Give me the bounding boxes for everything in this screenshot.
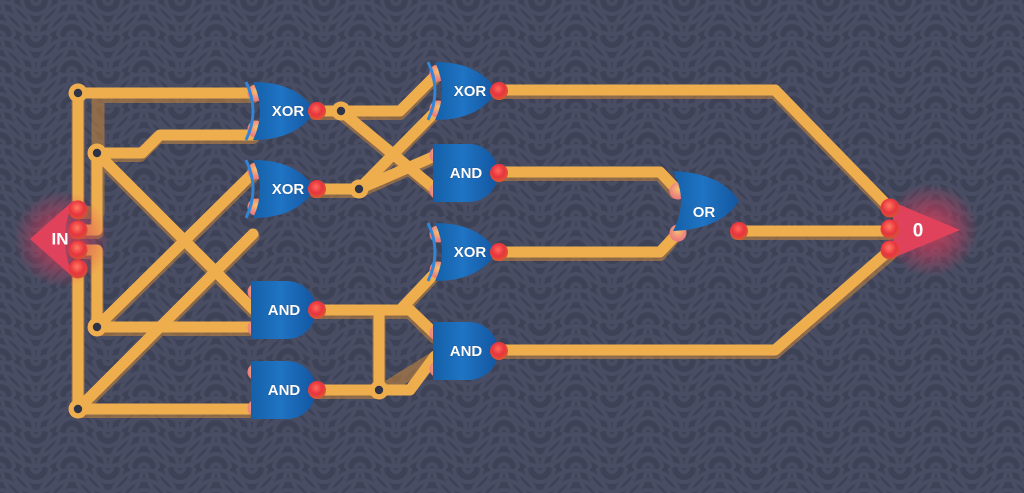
gate-type-label: AND (268, 302, 301, 319)
wire-node-3[interactable] (87, 317, 107, 337)
gate-type-label: XOR (272, 103, 305, 120)
gate-xor-3[interactable]: XOR (426, 61, 508, 121)
wire-node6-and3a (353, 150, 441, 195)
gate-xor-4[interactable]: XOR (426, 222, 508, 282)
gate-type-label: XOR (454, 83, 487, 100)
output-label: 0 (913, 221, 924, 242)
gate-type-label: AND (450, 165, 483, 182)
gate-output-port[interactable] (308, 102, 326, 120)
wire-node5-and3b (335, 105, 441, 195)
wire-xor1-xor3 (309, 70, 441, 117)
out-port-1[interactable] (880, 198, 900, 218)
in-port-4[interactable] (68, 259, 88, 279)
gate-type-label: XOR (454, 244, 487, 261)
gate-type-label: OR (693, 204, 716, 221)
output-arrow-icon (888, 200, 960, 260)
wire-node-5[interactable] (331, 101, 351, 121)
wire-and2-and4b (309, 350, 441, 396)
wire-node2-and1 (91, 147, 259, 315)
gate-type-label: AND (268, 382, 301, 399)
input-arrow-icon (30, 200, 74, 278)
gate-and-4[interactable]: AND (429, 322, 509, 380)
in-port-1[interactable] (68, 200, 88, 220)
wire-node-2[interactable] (87, 143, 107, 163)
gate-output-port[interactable] (308, 301, 326, 319)
gate-or-1[interactable]: OR (669, 171, 749, 242)
wire-node-4[interactable] (68, 399, 88, 419)
gate-type-label: AND (450, 343, 483, 360)
input-label: IN (52, 230, 69, 249)
out-port-2[interactable] (880, 219, 900, 239)
wire-and1-and4a (373, 304, 441, 340)
gate-and-2[interactable]: AND (247, 361, 327, 419)
gate-output-port[interactable] (490, 164, 508, 182)
wire-node-layer (68, 83, 389, 419)
input-marker[interactable]: IN (14, 191, 110, 287)
gate-and-3[interactable]: AND (429, 144, 509, 202)
gate-output-port[interactable] (490, 82, 508, 100)
gate-xor-1[interactable]: XOR (244, 81, 326, 141)
wire-node4-xor2b (72, 228, 259, 415)
gate-output-port[interactable] (490, 243, 508, 261)
in-port-3[interactable] (68, 240, 88, 260)
in-port-2[interactable] (68, 220, 88, 240)
gate-output-port[interactable] (490, 342, 508, 360)
wire-node-6[interactable] (349, 179, 369, 199)
out-port-3[interactable] (880, 240, 900, 260)
gate-output-port[interactable] (308, 381, 326, 399)
gate-and-1[interactable]: AND (247, 281, 327, 339)
gate-type-label: XOR (272, 181, 305, 198)
wire-xor3-out1 (491, 84, 896, 214)
output-marker[interactable]: 0 (880, 184, 979, 276)
wire-xor4-or-b (491, 227, 684, 258)
wire-and4-out3 (491, 244, 896, 356)
gate-output-port[interactable] (730, 222, 748, 240)
wire-node-7[interactable] (369, 380, 389, 400)
wire-and3-or-a (491, 166, 684, 197)
gate-xor-2[interactable]: XOR (244, 159, 326, 219)
gate-output-port[interactable] (308, 180, 326, 198)
wire-node-1[interactable] (68, 83, 88, 103)
